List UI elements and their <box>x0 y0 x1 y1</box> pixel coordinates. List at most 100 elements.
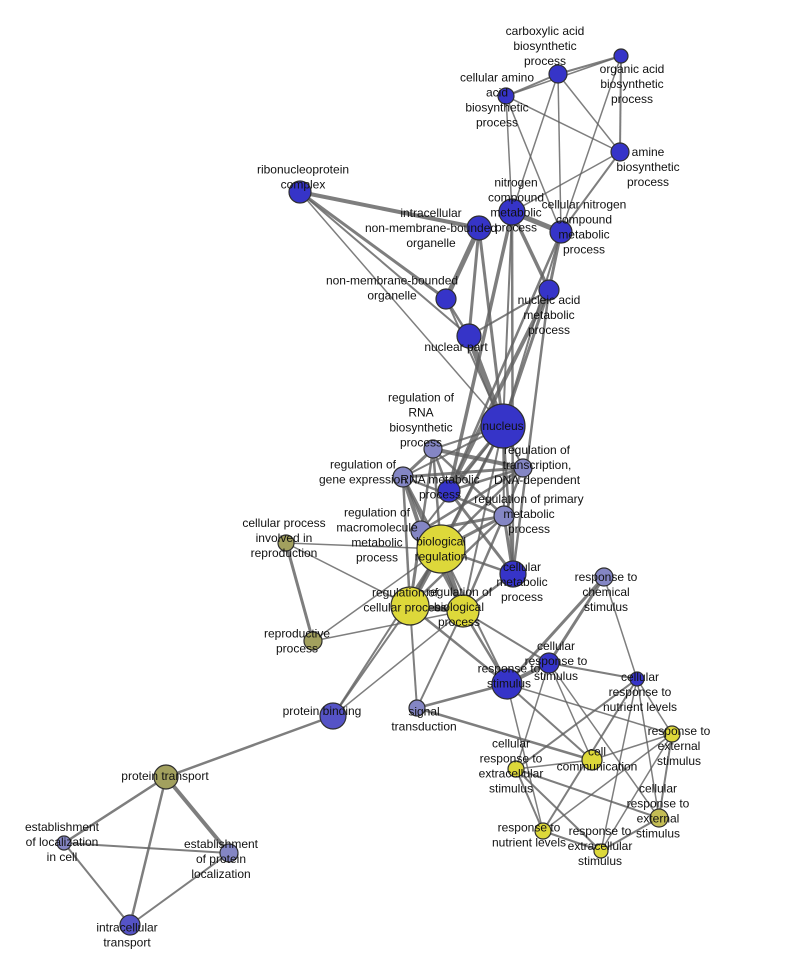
graph-node-rnamet[interactable] <box>437 479 461 503</box>
graph-edge-regrna-regprim <box>432 448 505 517</box>
graph-node-nitro[interactable] <box>498 198 526 226</box>
graph-node-nonmemorg[interactable] <box>435 288 457 310</box>
graph-edge-sigtrans-regbio <box>416 610 464 709</box>
graph-edge-intraorg-nucpart <box>467 227 481 337</box>
graph-edge-establoc-intratrans <box>63 842 131 926</box>
graph-edge-nitro-nucleus <box>502 211 513 427</box>
graph-edge-respstim-respext <box>506 683 673 735</box>
graph-edge-cellrepro-regcell <box>285 542 411 607</box>
graph-node-carb[interactable] <box>548 64 568 84</box>
graph-node-cellcomm[interactable] <box>581 749 603 771</box>
graph-edge-cellrespstim-cellcomm <box>548 662 593 761</box>
graph-edge-carb-nitro <box>511 73 559 213</box>
graph-node-cellrespext[interactable] <box>649 808 669 828</box>
graph-edge-nucleus-cellmet <box>501 425 515 575</box>
graph-node-cellextracell[interactable] <box>507 760 525 778</box>
graph-node-cellnutrient[interactable] <box>629 671 645 687</box>
graph-edge-sigtrans-cellcomm <box>416 706 593 762</box>
graph-node-cellmet[interactable] <box>499 560 527 588</box>
graph-edge-bioreg-protbind <box>332 548 442 717</box>
graph-edge-reggene-regcell <box>401 476 412 607</box>
graph-edge-respstim-respchem <box>505 575 606 686</box>
graph-edge-cellextracell-respextracell <box>515 768 602 852</box>
graph-node-nucleic[interactable] <box>538 279 560 301</box>
graph-node-establoc[interactable] <box>56 835 72 851</box>
graph-edge-orgacid-cellnitro <box>560 55 622 233</box>
graph-edge-regtrans-regmacro <box>420 466 524 533</box>
graph-node-respnutrient[interactable] <box>534 822 552 840</box>
graph-edge-ribo-intraorg <box>299 190 480 230</box>
graph-edge-aminoacid-amine <box>505 95 621 153</box>
graph-edge-intraorg-nonmemorg <box>443 226 482 301</box>
graph-edge-cellrespstim-respchem <box>547 576 606 664</box>
graph-node-regbio[interactable] <box>446 594 480 628</box>
graph-edge-cellrespstim-cellextracell <box>515 662 550 770</box>
graph-edge-cellnutrient-cellrespext <box>636 678 660 819</box>
graph-edge-regbio-cellrespstim <box>462 610 550 664</box>
node-layer <box>56 48 681 936</box>
graph-node-bioreg[interactable] <box>416 524 466 574</box>
graph-node-prottrans[interactable] <box>153 764 179 790</box>
graph-node-regtrans[interactable] <box>513 458 533 478</box>
graph-node-respextracell[interactable] <box>593 843 609 859</box>
graph-node-regrna[interactable] <box>423 439 443 459</box>
graph-edge-cellcomm-cellextracell <box>515 759 593 770</box>
graph-edge-respext-cellrespext <box>658 733 673 819</box>
graph-edge-cellnutrient-cellextracell <box>515 678 638 770</box>
graph-node-sigtrans[interactable] <box>408 699 426 717</box>
graph-node-regprim[interactable] <box>493 505 515 527</box>
graph-edge-prottrans-estabprot <box>164 775 231 855</box>
graph-edge-cellnutrient-respext <box>636 678 673 735</box>
graph-edge-amine-nitro <box>511 151 621 213</box>
graph-node-respchem[interactable] <box>594 567 614 587</box>
graph-edge-cellextracell-cellrespext <box>515 768 660 819</box>
graph-node-cellnitro[interactable] <box>549 220 573 244</box>
graph-edge-repro-regbio <box>312 610 464 642</box>
graph-node-aminoacid[interactable] <box>497 87 515 105</box>
graph-node-estabprot[interactable] <box>219 843 239 863</box>
graph-edge-respstim-cellcomm <box>506 683 593 761</box>
graph-edge-nucpart-nucleic <box>468 289 550 337</box>
graph-node-intraorg[interactable] <box>466 215 492 241</box>
graph-edge-estabprot-intratrans <box>129 852 230 926</box>
graph-edge-regtrans-reggene <box>402 466 524 479</box>
graph-edge-respextracell-cellrespext <box>600 817 660 852</box>
graph-node-respext[interactable] <box>663 725 681 743</box>
graph-node-intratrans[interactable] <box>119 914 141 936</box>
graph-edge-protbind-regbio <box>332 610 464 717</box>
graph-node-respstim[interactable] <box>491 668 523 700</box>
graph-edge-establoc-estabprot <box>63 842 230 854</box>
graph-edge-ribo-nucpart <box>299 191 470 337</box>
graph-node-protbind[interactable] <box>319 702 347 730</box>
graph-edge-rnamet-cellmet <box>447 490 515 575</box>
graph-node-cellrespstim[interactable] <box>538 652 560 674</box>
graph-node-nucpart[interactable] <box>456 323 482 349</box>
graph-node-regcell[interactable] <box>390 586 430 626</box>
graph-edge-amine-cellnitro <box>560 151 621 233</box>
graph-node-reggene[interactable] <box>392 466 414 488</box>
graph-edge-regtrans-rnamet <box>448 466 524 493</box>
edge-layer <box>63 55 673 926</box>
graph-edge-nitro-rnamet <box>447 211 514 492</box>
graph-node-ribo[interactable] <box>288 180 312 204</box>
graph-edge-cellrespstim-cellrespext <box>548 662 660 819</box>
graph-edge-cellnutrient-respextracell <box>600 678 638 852</box>
graph-node-orgacid[interactable] <box>613 48 629 64</box>
graph-edge-regcell-respstim <box>409 605 508 685</box>
graph-edge-carb-amine <box>557 73 621 153</box>
graph-node-cellrepro[interactable] <box>277 534 295 552</box>
graph-node-nucleus[interactable] <box>480 403 526 449</box>
graph-edge-regrna-regtrans <box>432 447 524 470</box>
graph-node-amine[interactable] <box>610 142 630 162</box>
graph-edge-cellextracell-respnutrient <box>515 768 544 832</box>
graph-edge-protbind-prottrans <box>165 714 334 779</box>
graph-node-repro[interactable] <box>303 631 323 651</box>
graph-edge-cellrepro-repro <box>284 542 315 642</box>
graph-edge-respchem-cellnutrient <box>603 576 638 680</box>
